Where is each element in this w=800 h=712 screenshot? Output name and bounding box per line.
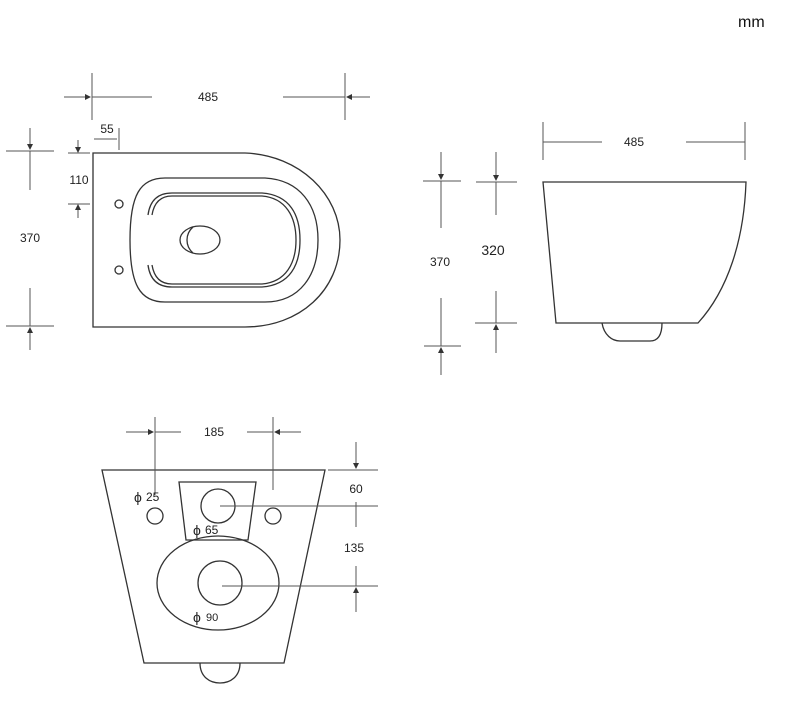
- side-total-height-label: 370: [430, 255, 450, 269]
- bolt-spacing-label: 185: [204, 425, 224, 439]
- side-body-height-label: 320: [481, 242, 505, 258]
- diameter-symbol-65: ϕ: [193, 522, 201, 538]
- outlet-diameter-label: 90: [206, 612, 218, 624]
- top-depth-label: 370: [20, 231, 40, 245]
- side-width-label: 485: [624, 135, 644, 149]
- inlet-to-outlet-label: 135: [344, 541, 364, 555]
- hinge-offset-label: 55: [100, 122, 114, 136]
- top-view: 485 55 110 370: [6, 73, 370, 350]
- inlet-diameter-label: 65: [205, 523, 219, 537]
- diameter-symbol-90: ϕ: [193, 609, 201, 625]
- bolt-hole-diameter-label: 25: [146, 490, 160, 504]
- hinge-spacing-label: 110: [69, 173, 88, 187]
- top-width-label: 485: [198, 90, 218, 104]
- diameter-symbol-25: ϕ: [134, 489, 142, 505]
- side-view: 485 370 320: [423, 122, 747, 375]
- unit-label: mm: [738, 14, 765, 31]
- back-view: 185 60 135 ϕ 25 ϕ 65 ϕ 90: [101, 417, 378, 684]
- top-to-inlet-label: 60: [349, 482, 363, 496]
